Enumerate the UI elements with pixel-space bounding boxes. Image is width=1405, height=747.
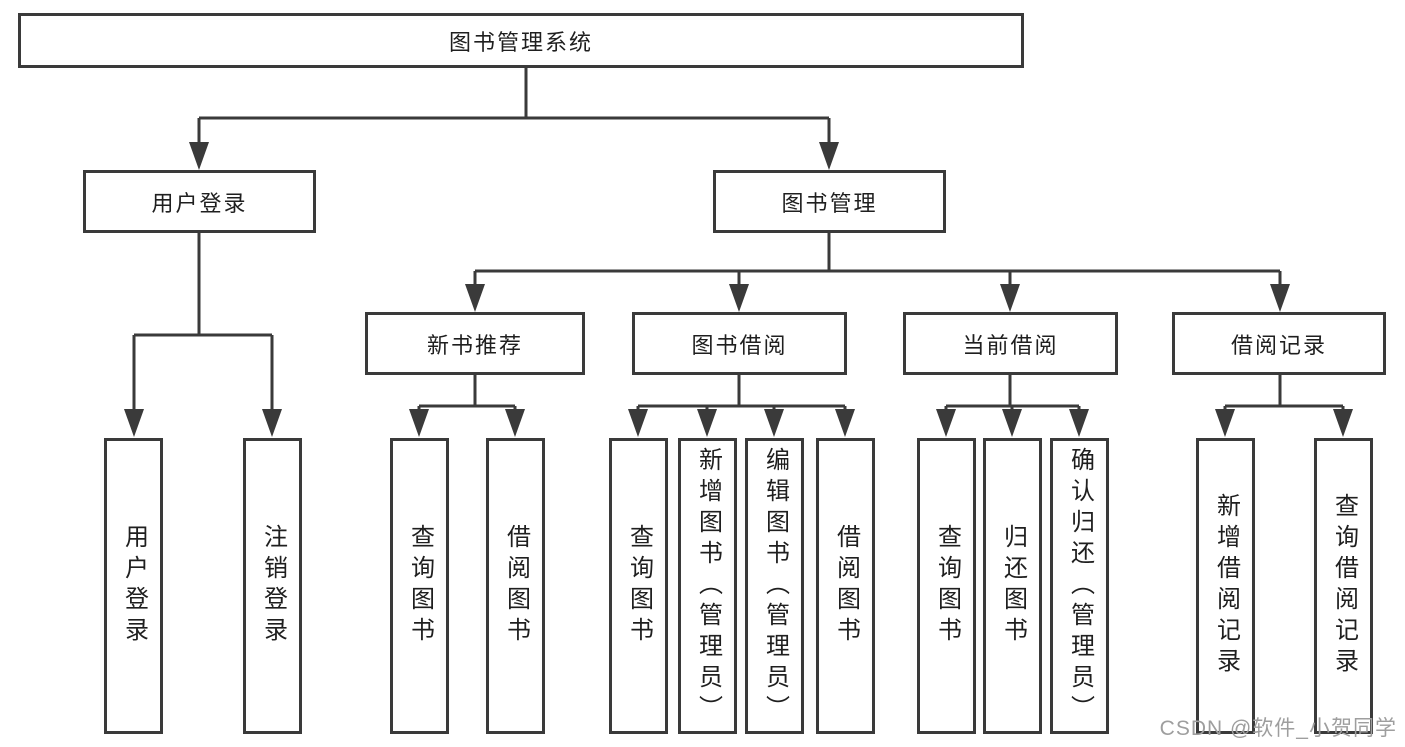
leaf-user-login: 用户登录 xyxy=(104,438,163,734)
node-book-borrowing: 图书借阅 xyxy=(632,312,847,375)
node-library-management-system: 图书管理系统 xyxy=(18,13,1024,68)
leaf-rec-borrow-book: 借阅图书 xyxy=(486,438,545,734)
leaf-cb-return-book: 归还图书 xyxy=(983,438,1042,734)
node-borrowing-records: 借阅记录 xyxy=(1172,312,1386,375)
leaf-br-add-record: 新增借阅记录 xyxy=(1196,438,1255,734)
node-new-book-recommendation: 新书推荐 xyxy=(365,312,585,375)
node-user-login: 用户登录 xyxy=(83,170,316,233)
leaf-rec-query-book: 查询图书 xyxy=(390,438,449,734)
leaf-logout: 注销登录 xyxy=(243,438,302,734)
leaf-bb-query-book: 查询图书 xyxy=(609,438,668,734)
leaf-bb-add-book-admin: 新增图书（管理员） xyxy=(678,438,737,734)
leaf-cb-confirm-return-admin: 确认归还（管理员） xyxy=(1050,438,1109,734)
leaf-bb-edit-book-admin: 编辑图书（管理员） xyxy=(745,438,804,734)
node-current-borrowing: 当前借阅 xyxy=(903,312,1118,375)
leaf-br-query-record: 查询借阅记录 xyxy=(1314,438,1373,734)
node-book-management: 图书管理 xyxy=(713,170,946,233)
leaf-bb-borrow-book: 借阅图书 xyxy=(816,438,875,734)
csdn-watermark: CSDN @软件_小贺同学 xyxy=(1159,717,1397,740)
leaf-cb-query-book: 查询图书 xyxy=(917,438,976,734)
